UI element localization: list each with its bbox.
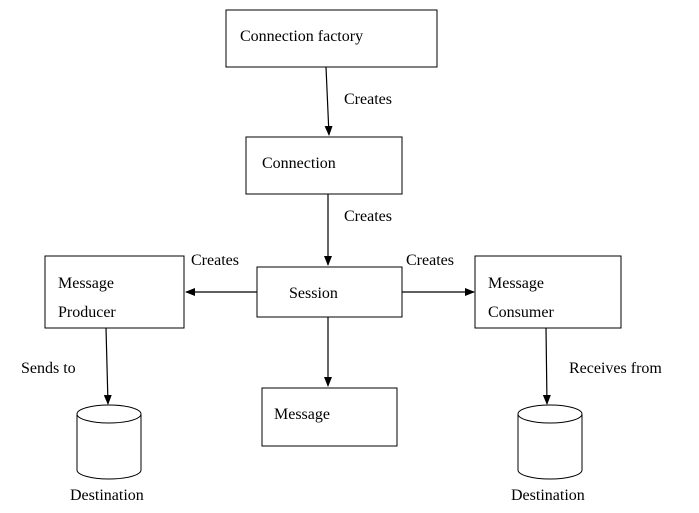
destination-left-label: Destination [70, 487, 144, 504]
message-label: Message [274, 406, 330, 423]
session-box [256, 266, 403, 318]
session-node: Session [256, 266, 403, 318]
connection-to-session-label: Creates [344, 208, 392, 225]
session-to-consumer-label: Creates [406, 252, 454, 269]
message-consumer-label-line1: Message [488, 275, 544, 292]
message-producer-node: Message Producer [44, 255, 185, 329]
message-producer-label-line2: Producer [58, 304, 116, 321]
connection-factory-node: Connection factory [225, 9, 438, 68]
session-to-producer-label: Creates [191, 252, 239, 269]
message-box [261, 387, 398, 447]
producer-to-destination-label: Sends to [21, 360, 76, 377]
producer-to-destination-arrow [103, 327, 112, 405]
connection-factory-box [225, 9, 438, 68]
message-consumer-node: Message Consumer [474, 255, 622, 329]
factory-to-connection-arrow [324, 66, 333, 136]
database-cylinder-icon [76, 404, 142, 480]
message-consumer-box [474, 255, 622, 329]
consumer-to-destination-arrow [542, 327, 551, 405]
message-node: Message [261, 387, 398, 447]
session-label: Session [289, 285, 338, 302]
consumer-from-destination-label: Receives from [569, 360, 662, 377]
message-consumer-label-line2: Consumer [488, 304, 554, 321]
destination-right-label: Destination [511, 487, 585, 504]
destination-left-node: Destination [70, 404, 144, 504]
connection-label: Connection [262, 155, 336, 172]
message-producer-box [44, 255, 185, 329]
factory-to-connection-label: Creates [344, 91, 392, 108]
destination-right-node: Destination [511, 404, 585, 504]
connection-box [245, 136, 403, 195]
connection-node: Connection [245, 136, 403, 195]
database-cylinder-icon [517, 404, 583, 480]
connection-factory-label: Connection factory [240, 28, 363, 45]
message-producer-label-line1: Message [58, 275, 114, 292]
